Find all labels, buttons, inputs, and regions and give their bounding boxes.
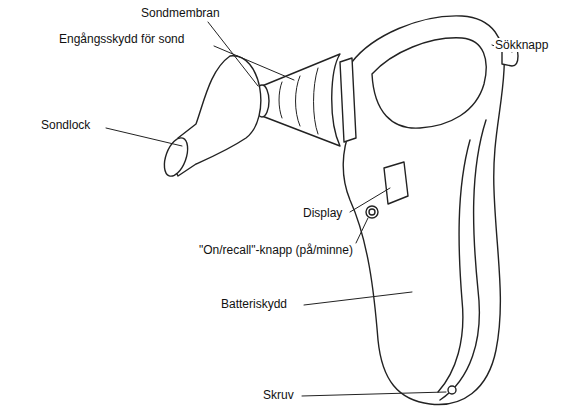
probe-cover-ribs [279,68,318,134]
body-seam [440,120,486,400]
display-window [384,162,408,204]
on-recall-button-inner [369,209,375,215]
part-label: Engångsskydd för sond [58,32,185,46]
probe-holder [340,58,356,142]
leader-line [356,218,368,243]
part-label: Sondmembran [140,6,221,20]
head-recess [372,38,486,128]
thermometer-body [343,16,504,405]
part-label: Skruv [262,388,295,402]
leader-lines [106,22,512,396]
screw [448,386,456,394]
leader-line [106,128,182,146]
leader-line [302,392,446,396]
part-label: "On/recall"-knapp (på/minne) [198,243,354,257]
part-label: Sondlock [40,118,91,132]
leader-line [304,292,412,305]
part-label: Display [302,206,343,220]
probe-cover [258,54,341,146]
leader-line [350,188,390,212]
leader-line [214,46,294,80]
part-label: Batteriskydd [220,297,288,311]
on-recall-button [366,206,378,218]
body-seam-2 [438,140,470,392]
part-label: Sökknapp [494,38,549,52]
